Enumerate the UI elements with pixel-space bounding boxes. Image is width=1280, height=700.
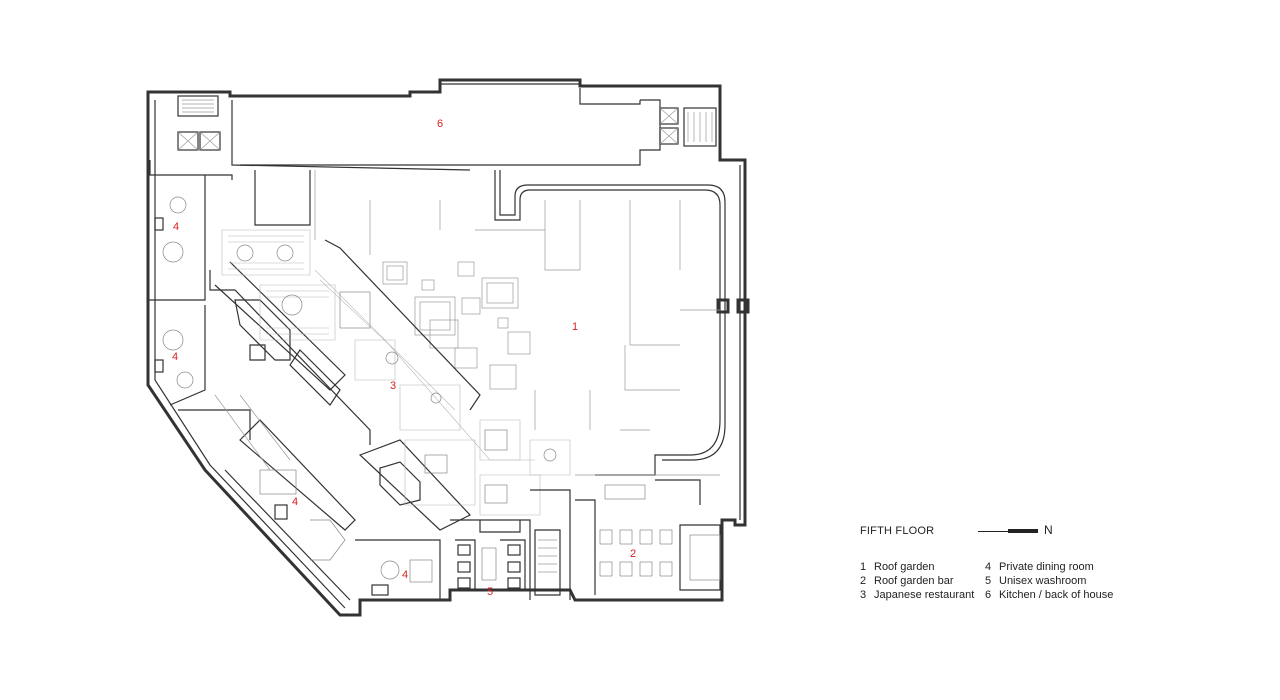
legend-text: Unisex washroom xyxy=(999,575,1087,587)
north-arrow: N xyxy=(978,523,1068,539)
private-dining-zone xyxy=(148,160,441,601)
legend-item-roof-garden: 1 Roof garden xyxy=(860,561,935,573)
legend-item-unisex-washroom: 5 Unisex washroom xyxy=(985,575,1086,587)
room-label-4-south: 4 xyxy=(292,496,298,508)
room-labels: 1 2 3 4 4 4 4 5 6 xyxy=(172,118,636,598)
legend-item-japanese-restaurant: 3 Japanese restaurant xyxy=(860,589,974,601)
legend-text: Kitchen / back of house xyxy=(999,589,1114,601)
room-label-4-middle: 4 xyxy=(172,351,178,363)
room-label-2: 2 xyxy=(630,548,636,560)
legend-item-private-dining: 4 Private dining room xyxy=(985,561,1094,573)
washroom-zone xyxy=(450,519,531,600)
roof-garden-zone xyxy=(254,170,750,476)
legend-num: 2 xyxy=(860,575,867,587)
legend-text: Roof garden bar xyxy=(874,575,954,587)
legend-num: 6 xyxy=(985,589,992,601)
legend-num: 1 xyxy=(860,561,867,573)
legend-num: 5 xyxy=(985,575,992,587)
legend-num: 4 xyxy=(985,561,992,573)
legend-text: Roof garden xyxy=(874,561,935,573)
legend-item-kitchen: 6 Kitchen / back of house xyxy=(985,589,1113,601)
legend-text: Private dining room xyxy=(999,561,1094,573)
north-label: N xyxy=(1044,523,1053,537)
building-outline xyxy=(146,78,747,617)
legend-item-roof-garden-bar: 2 Roof garden bar xyxy=(860,575,954,587)
room-label-3: 3 xyxy=(390,380,396,392)
kitchen-zone xyxy=(177,88,717,171)
room-label-1: 1 xyxy=(572,321,578,333)
room-label-4-corner: 4 xyxy=(402,569,408,581)
room-label-5: 5 xyxy=(487,586,493,598)
japanese-restaurant-zone xyxy=(209,229,571,531)
room-label-4-north: 4 xyxy=(173,221,179,233)
roof-garden-bar-zone xyxy=(530,474,721,600)
legend-text: Japanese restaurant xyxy=(874,589,975,601)
legend-num: 3 xyxy=(860,589,867,601)
north-arrow-bar xyxy=(1008,529,1038,533)
room-label-6: 6 xyxy=(437,118,443,130)
floor-title: FIFTH FLOOR xyxy=(860,525,935,537)
